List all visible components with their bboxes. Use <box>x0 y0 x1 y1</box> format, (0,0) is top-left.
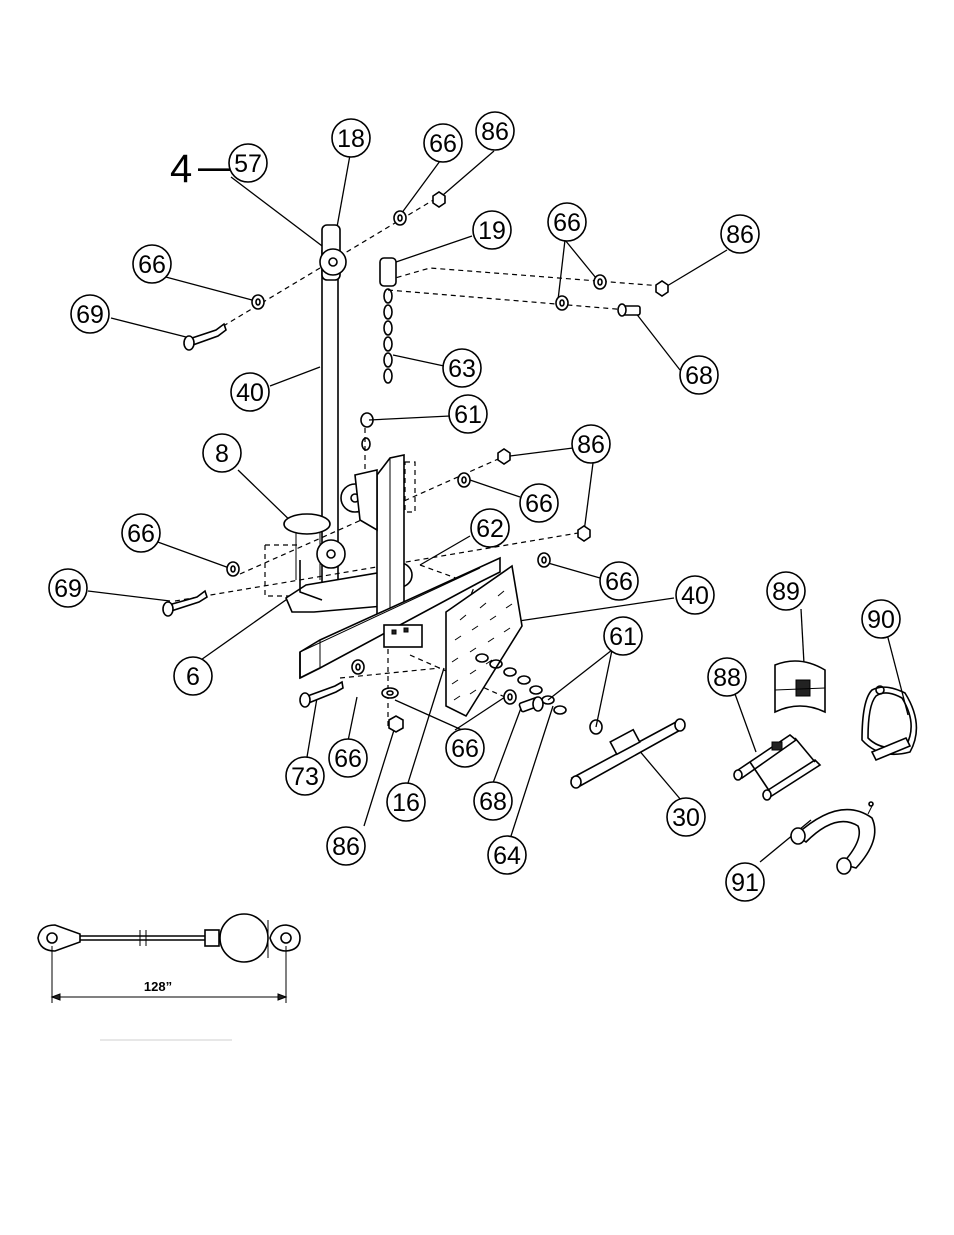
callout-6: 6 <box>173 656 213 696</box>
svg-text:6: 6 <box>186 663 200 691</box>
cable-ball <box>219 913 269 963</box>
svg-text:57: 57 <box>234 150 262 178</box>
callout-62: 62 <box>470 508 510 548</box>
v-handle <box>733 734 822 801</box>
callout-86: 86 <box>720 214 760 254</box>
callout-66: 66 <box>121 513 161 553</box>
callout-90: 90 <box>861 599 901 639</box>
callout-66: 66 <box>547 202 587 242</box>
svg-text:66: 66 <box>525 490 553 518</box>
callout-18: 18 <box>331 118 371 158</box>
svg-text:89: 89 <box>772 578 800 606</box>
link-upper <box>360 412 374 428</box>
svg-text:69: 69 <box>76 301 104 329</box>
callout-89: 89 <box>766 571 806 611</box>
svg-text:64: 64 <box>493 842 521 870</box>
svg-text:69: 69 <box>54 575 82 603</box>
callout-68: 68 <box>679 355 719 395</box>
svg-text:66: 66 <box>605 568 633 596</box>
cable-length-label: 128” <box>144 979 172 994</box>
straight-bar <box>570 718 686 789</box>
callout-57: 57 <box>228 143 268 183</box>
svg-text:18: 18 <box>337 125 365 153</box>
accessories <box>570 660 918 875</box>
svg-text:19: 19 <box>478 217 506 245</box>
svg-text:8: 8 <box>215 440 229 468</box>
hardware <box>162 191 669 733</box>
callout-86: 86 <box>571 424 611 464</box>
svg-text:40: 40 <box>236 379 264 407</box>
connector-block <box>383 624 423 648</box>
link-lower <box>589 719 603 735</box>
weight-tower-frame <box>283 224 603 735</box>
svg-text:61: 61 <box>454 401 482 429</box>
svg-text:63: 63 <box>448 355 476 383</box>
callout-66: 66 <box>423 123 463 163</box>
svg-text:62: 62 <box>476 515 504 543</box>
foot-plate <box>445 564 523 718</box>
top-pulley <box>319 248 347 276</box>
callout-86: 86 <box>326 826 366 866</box>
callout-66: 66 <box>445 728 485 768</box>
svg-text:88: 88 <box>713 664 741 692</box>
callout-66: 66 <box>599 561 639 601</box>
svg-text:86: 86 <box>726 221 754 249</box>
callout-69: 69 <box>70 294 110 334</box>
callout-40: 40 <box>230 372 270 412</box>
svg-text:66: 66 <box>429 130 457 158</box>
svg-text:66: 66 <box>127 520 155 548</box>
svg-text:16: 16 <box>392 789 420 817</box>
svg-text:73: 73 <box>291 763 319 791</box>
callout-66: 66 <box>132 244 172 284</box>
callout-16: 16 <box>386 782 426 822</box>
stirrup-handle <box>861 685 918 762</box>
callout-61: 61 <box>603 616 643 656</box>
callout-66: 66 <box>328 738 368 778</box>
seat-plate <box>283 513 331 535</box>
svg-text:30: 30 <box>672 804 700 832</box>
leader-lines <box>87 150 909 863</box>
svg-text:68: 68 <box>479 788 507 816</box>
svg-text:40: 40 <box>681 582 709 610</box>
callout-64: 64 <box>487 835 527 875</box>
svg-text:86: 86 <box>577 431 605 459</box>
lower-pulley-left <box>316 539 346 569</box>
callout-69: 69 <box>48 568 88 608</box>
callout-66: 66 <box>519 483 559 523</box>
callout-61: 61 <box>448 394 488 434</box>
callout-8: 8 <box>202 433 242 473</box>
ankle-strap <box>774 660 826 714</box>
callout-73: 73 <box>285 756 325 796</box>
callout-19: 19 <box>472 210 512 250</box>
svg-text:61: 61 <box>609 623 637 651</box>
callout-68: 68 <box>473 781 513 821</box>
svg-text:66: 66 <box>334 745 362 773</box>
svg-text:86: 86 <box>332 833 360 861</box>
svg-text:66: 66 <box>138 251 166 279</box>
tricep-handle <box>790 801 876 875</box>
svg-text:86: 86 <box>481 118 509 146</box>
callout-40: 40 <box>675 575 715 615</box>
svg-text:90: 90 <box>867 606 895 634</box>
callout-63: 63 <box>442 348 482 388</box>
svg-text:68: 68 <box>685 362 713 390</box>
svg-text:91: 91 <box>731 869 759 897</box>
callout-91: 91 <box>725 862 765 902</box>
svg-text:66: 66 <box>553 209 581 237</box>
callout-86: 86 <box>475 111 515 151</box>
chain-upper <box>379 257 397 384</box>
svg-text:66: 66 <box>451 735 479 763</box>
quantity-prefix: 4 <box>170 147 192 191</box>
callout-88: 88 <box>707 657 747 697</box>
callout-30: 30 <box>666 797 706 837</box>
cable-detail: 128” <box>37 913 301 1003</box>
